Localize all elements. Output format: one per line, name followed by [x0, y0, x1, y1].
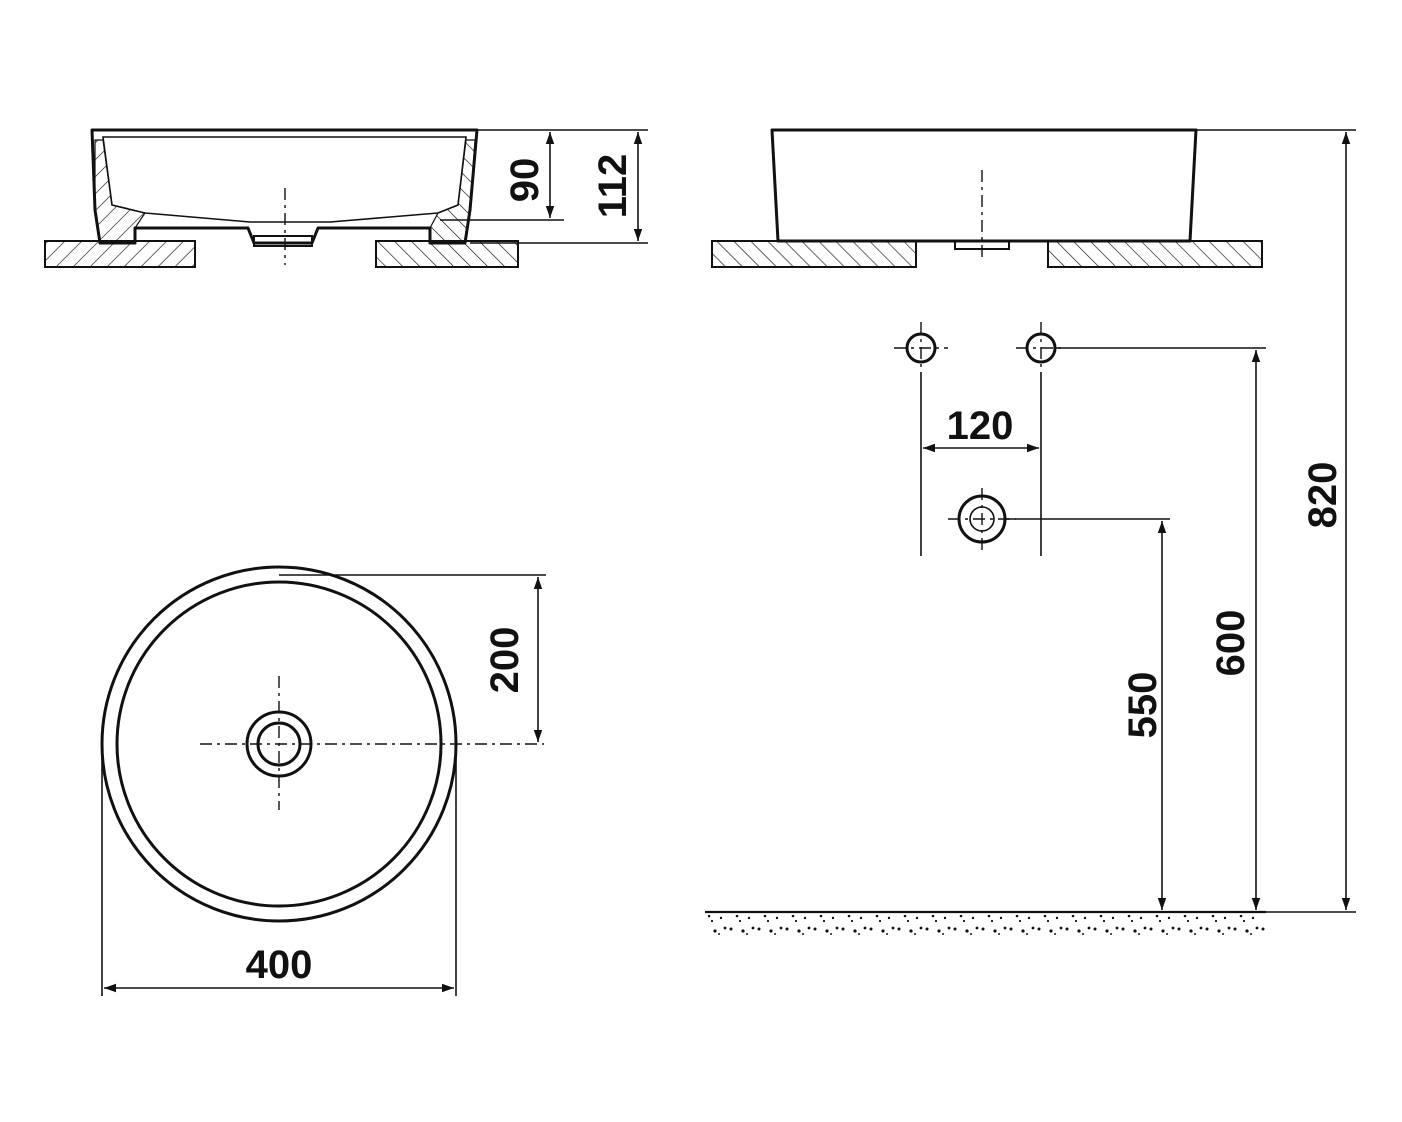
countertop-left — [44, 240, 196, 268]
height-dimensions: 550 600 820 — [1121, 132, 1351, 910]
basin-wall-right — [429, 139, 476, 244]
drain-section — [253, 235, 313, 247]
dim-radius: 200 — [483, 627, 527, 694]
section-view: 90 112 — [44, 128, 648, 268]
wall-connections: 120 — [894, 129, 1356, 556]
plan-view: 200 400 — [100, 565, 546, 996]
dim-drain-height: 550 — [1121, 672, 1165, 739]
front-countertop-left — [711, 240, 917, 268]
dim-tap-height: 600 — [1209, 610, 1253, 677]
front-countertop-right — [1047, 240, 1263, 268]
front-basin-outline — [770, 128, 1198, 243]
basin-rim-inner — [115, 580, 443, 908]
floor — [705, 910, 1356, 935]
dim-tap-spacing: 120 — [947, 404, 1014, 448]
dim-rim-height: 820 — [1301, 462, 1345, 529]
dim-total-height: 112 — [591, 154, 635, 219]
basin-outer-outline — [90, 128, 479, 245]
dim-inner-depth: 90 — [503, 158, 547, 203]
front-view — [711, 128, 1263, 268]
dim-diameter: 400 — [246, 943, 313, 987]
basin-wall-left — [94, 139, 146, 244]
countertop-right — [375, 240, 519, 268]
floor-texture — [708, 915, 1266, 935]
basin-inner-outline — [102, 136, 467, 223]
